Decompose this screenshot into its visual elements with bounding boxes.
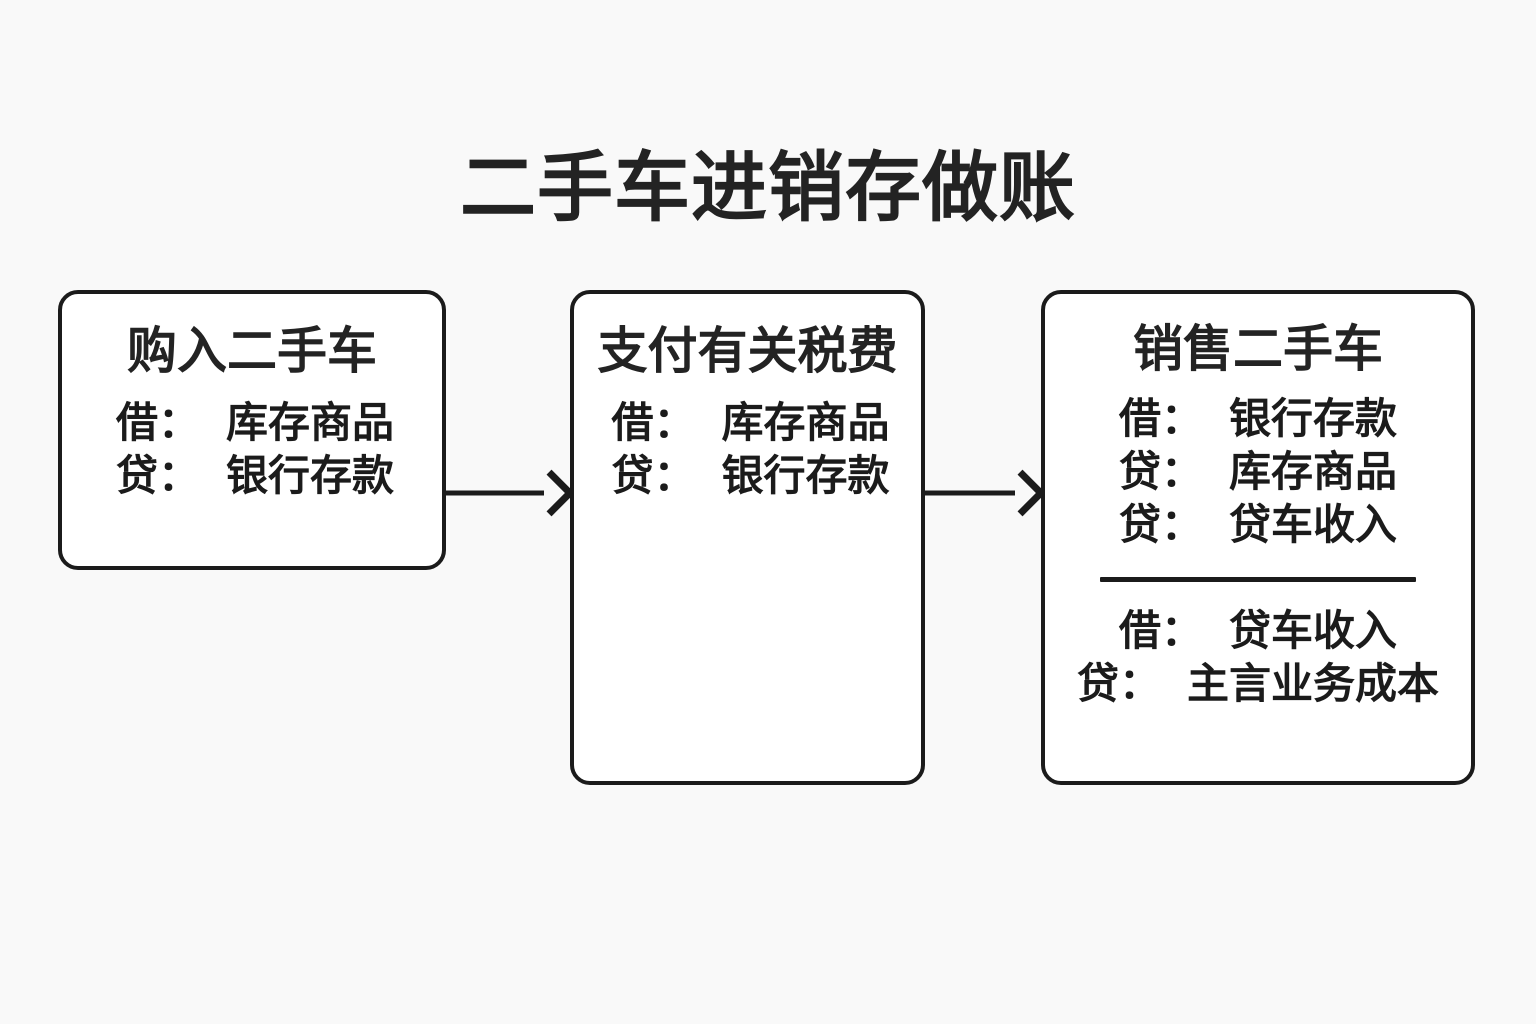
- entry-account: 库存商品: [721, 399, 890, 446]
- journal-entry-row: 贷： 贷车收入: [1045, 498, 1471, 551]
- arrow-head: [999, 469, 1046, 517]
- journal-entry-list-sale-primary: 借： 银行存款 贷： 库存商品 贷： 贷车收入: [1045, 392, 1471, 551]
- entry-side: 贷：: [611, 452, 696, 499]
- entry-side: 借：: [1118, 395, 1203, 442]
- journal-entry-row: 贷： 库存商品: [1045, 445, 1471, 498]
- step-heading-purchase: 购入二手车: [127, 323, 377, 379]
- entry-side: 借：: [115, 399, 200, 446]
- entry-side: 借：: [1118, 607, 1203, 654]
- entry-account: 银行存款: [721, 452, 890, 499]
- entry-account: 贷车收入: [1228, 607, 1397, 654]
- journal-entry-list-tax: 借： 库存商品 贷： 银行存款: [574, 396, 921, 502]
- arrow-shaft: [925, 490, 1015, 496]
- journal-entry-row: 借： 库存商品: [68, 396, 442, 449]
- entry-side: 贷：: [1118, 448, 1203, 495]
- journal-entry-list-purchase: 借： 库存商品 贷： 银行存款: [62, 396, 442, 502]
- entry-account: 贷车收入: [1228, 501, 1397, 548]
- journal-entry-row: 贷： 银行存款: [580, 449, 921, 502]
- entry-side: 贷：: [1118, 501, 1203, 548]
- journal-entry-row: 借： 贷车收入: [1045, 604, 1471, 657]
- page-title: 二手车进销存做账: [460, 145, 1076, 231]
- journal-entry-row: 贷： 银行存款: [68, 449, 442, 502]
- entry-divider: [1100, 577, 1416, 582]
- entry-account: 库存商品: [225, 399, 394, 446]
- flow-step-sale: 销售二手车 借： 银行存款 贷： 库存商品 贷： 贷车收入 借： 贷车收入 贷：: [1041, 290, 1475, 785]
- entry-account: 银行存款: [1228, 395, 1397, 442]
- flow-step-tax: 支付有关税费 借： 库存商品 贷： 银行存款: [570, 290, 925, 785]
- arrow-right-icon-tax-to-sale: [925, 469, 1046, 517]
- journal-entry-row: 贷： 主言业务成本: [1045, 657, 1471, 710]
- journal-entry-row: 借： 银行存款: [1045, 392, 1471, 445]
- entry-side: 借：: [611, 399, 696, 446]
- flow-step-purchase: 购入二手车 借： 库存商品 贷： 银行存款: [58, 290, 446, 570]
- arrow-head: [528, 469, 575, 517]
- step-heading-sale: 销售二手车: [1133, 321, 1383, 377]
- journal-entry-row: 借： 库存商品: [580, 396, 921, 449]
- journal-entry-list-sale-secondary: 借： 贷车收入 贷： 主言业务成本: [1045, 604, 1471, 710]
- entry-account: 银行存款: [225, 452, 394, 499]
- arrow-shaft: [446, 490, 544, 496]
- step-heading-tax: 支付有关税费: [597, 323, 898, 379]
- arrow-right-icon-purchase-to-tax: [446, 469, 575, 517]
- entry-account: 库存商品: [1228, 448, 1397, 495]
- entry-side: 贷：: [115, 452, 200, 499]
- entry-account: 主言业务成本: [1186, 660, 1439, 707]
- entry-side: 贷：: [1076, 660, 1161, 707]
